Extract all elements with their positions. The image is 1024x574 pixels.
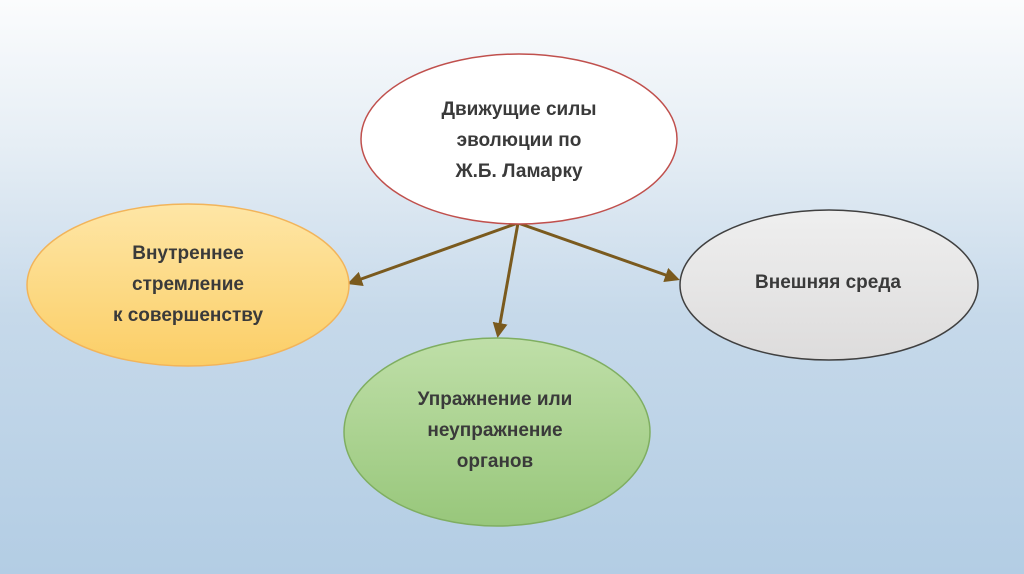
connectors bbox=[347, 221, 680, 338]
bottom-node-label: Упражнение или неупражнение органов bbox=[355, 370, 635, 490]
bottom-node-line-3: органов bbox=[456, 450, 534, 472]
right-node-line-1: Внешняя среда bbox=[755, 271, 901, 293]
bottom-node bbox=[343, 337, 651, 527]
arrow-to-right-node bbox=[517, 221, 680, 283]
left-node-label: Внутреннее стремление к совершенству bbox=[48, 224, 328, 344]
arrow-to-left-node bbox=[347, 221, 519, 287]
center-node-label: Движущие силы эволюции по Ж.Б. Ламарку bbox=[379, 80, 659, 200]
left-node bbox=[26, 203, 350, 367]
bottom-node-line-1: Упражнение или bbox=[417, 388, 573, 410]
left-node-line-2: стремление bbox=[132, 273, 244, 295]
bottom-node-line-2: неупражнение bbox=[427, 419, 563, 441]
left-node-line-3: к совершенству bbox=[112, 304, 264, 326]
center-node bbox=[360, 53, 678, 225]
center-node-line-3: Ж.Б. Ламарку bbox=[455, 160, 583, 182]
left-node-line-1: Внутреннее bbox=[132, 242, 244, 264]
right-node-label: Внешняя среда bbox=[698, 262, 958, 302]
center-node-line-1: Движущие силы bbox=[441, 98, 597, 120]
arrow-to-bottom-node bbox=[492, 222, 520, 338]
center-node-line-2: эволюции по bbox=[456, 129, 582, 151]
right-node bbox=[679, 209, 979, 361]
